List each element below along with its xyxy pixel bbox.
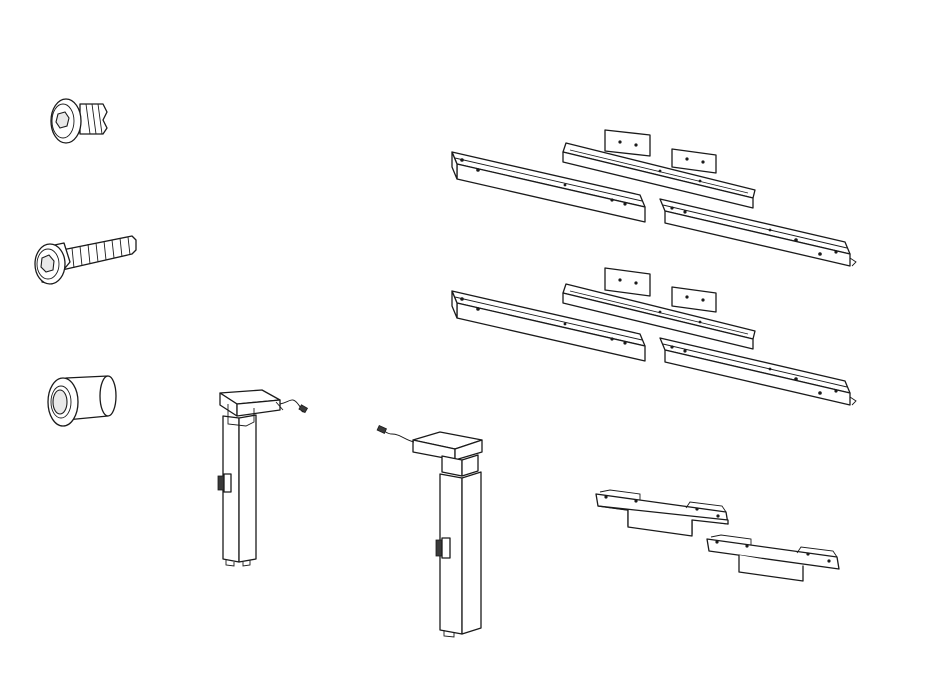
socket-cap-screw-icon <box>35 236 136 284</box>
sleeve-nut-icon <box>48 376 116 426</box>
button-head-screw-icon <box>51 99 107 143</box>
lifting-column-left <box>218 390 307 566</box>
rail-set-icon <box>452 130 856 266</box>
rail-set-icon <box>452 268 856 405</box>
lifting-column-right <box>377 425 482 637</box>
bracket-icon <box>596 490 839 581</box>
